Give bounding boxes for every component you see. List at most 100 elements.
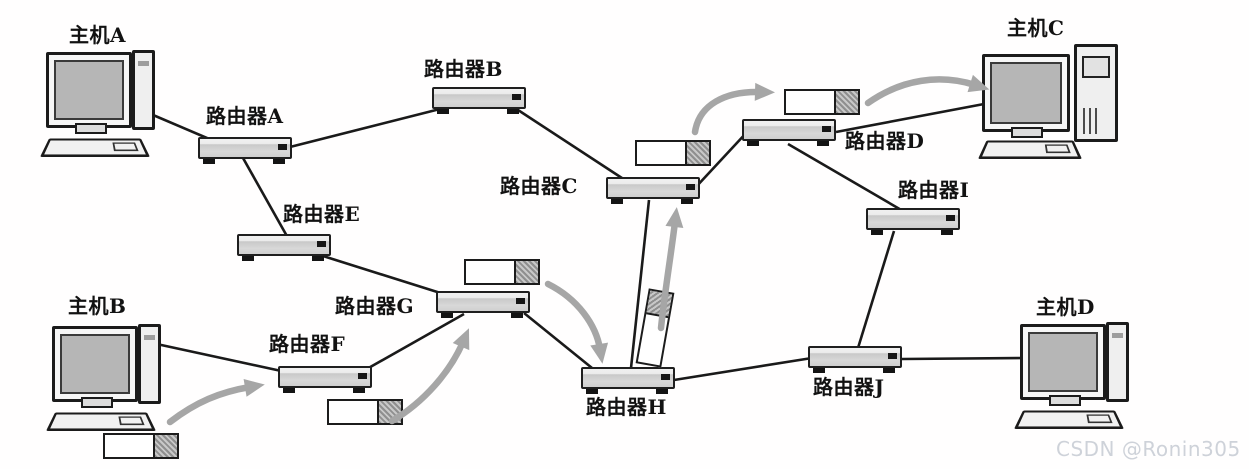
watermark: CSDN @Ronin305 xyxy=(1056,437,1241,461)
link-hostB-routerF xyxy=(151,341,287,374)
host-d-label: 主机D xyxy=(1036,295,1095,319)
router-port xyxy=(516,298,525,304)
router-f-device xyxy=(278,366,372,393)
router-port xyxy=(686,184,695,190)
packet-icon-below-host-b xyxy=(103,433,179,459)
router-a-label: 路由器A xyxy=(206,104,284,128)
router-h-label: 路由器H xyxy=(586,395,667,419)
router-feet xyxy=(283,388,295,393)
arrow-routerG-to-routerH xyxy=(544,280,609,364)
router-port xyxy=(661,374,670,380)
router-h-device xyxy=(581,367,675,394)
screen xyxy=(990,62,1062,124)
router-port xyxy=(512,94,521,100)
screen xyxy=(1028,332,1098,392)
tower-icon xyxy=(1074,44,1118,142)
router-body xyxy=(432,87,526,109)
router-port xyxy=(888,353,897,359)
router-body xyxy=(198,137,292,159)
link-routerD-routerI xyxy=(787,142,904,213)
link-lines xyxy=(145,102,1027,382)
router-feet xyxy=(437,109,449,114)
tower-icon xyxy=(1106,322,1129,402)
router-port xyxy=(946,215,955,221)
packet-icon-above-router-d xyxy=(784,89,860,115)
arrow-routerH-to-routerC xyxy=(657,207,684,332)
router-feet xyxy=(611,199,623,204)
router-i-device xyxy=(866,208,960,235)
router-feet xyxy=(747,141,759,146)
link-routerH-routerJ xyxy=(673,356,813,382)
router-port xyxy=(358,373,367,379)
packet-tail xyxy=(514,261,538,283)
router-g-device xyxy=(436,291,530,318)
host-d-icon xyxy=(1012,320,1134,429)
link-routerE-routerG xyxy=(322,254,451,298)
router-body xyxy=(237,234,331,256)
router-feet xyxy=(441,313,453,318)
host-b-label: 主机B xyxy=(68,294,127,318)
arrow-routerD-to-hostC xyxy=(864,74,990,107)
link-routerJ-hostD xyxy=(901,356,1027,361)
link-routerG-routerH xyxy=(523,311,593,370)
packet-tail xyxy=(834,91,858,113)
host-c-icon xyxy=(978,44,1120,159)
packet-icon-above-router-g xyxy=(464,259,540,285)
router-b-label: 路由器B xyxy=(424,57,503,81)
monitor-icon xyxy=(982,54,1070,138)
router-feet xyxy=(813,368,825,373)
router-body xyxy=(278,366,372,388)
router-feet xyxy=(242,256,254,261)
monitor-icon xyxy=(1020,324,1106,406)
router-e-label: 路由器E xyxy=(283,202,361,226)
router-body xyxy=(606,177,700,199)
packet-tail xyxy=(153,435,177,457)
router-port xyxy=(278,144,287,150)
router-feet xyxy=(203,159,215,164)
router-a-device xyxy=(198,137,292,164)
link-routerA-routerB xyxy=(285,107,441,150)
link-routerI-routerJ xyxy=(856,230,896,349)
link-hostA-routerA xyxy=(145,110,215,143)
link-routerB-routerC xyxy=(517,108,629,184)
link-routerD-hostC xyxy=(835,102,985,134)
router-feet xyxy=(586,389,598,394)
router-i-label: 路由器I xyxy=(898,178,970,202)
router-e-device xyxy=(237,234,331,261)
monitor-icon xyxy=(46,52,132,134)
screen xyxy=(60,334,130,394)
arrow-routerF-to-routerG xyxy=(388,328,470,425)
router-port xyxy=(822,126,831,132)
host-c-label: 主机C xyxy=(1007,16,1065,40)
link-routerC-routerH xyxy=(629,199,651,369)
router-body xyxy=(436,291,530,313)
packet-icon-above-router-c xyxy=(635,140,711,166)
router-body xyxy=(581,367,675,389)
link-routerA-routerE xyxy=(241,157,290,239)
router-body xyxy=(866,208,960,230)
router-d-label: 路由器D xyxy=(845,129,925,153)
router-j-label: 路由器J xyxy=(813,375,885,399)
monitor-icon xyxy=(52,326,138,408)
tower-icon xyxy=(138,324,161,404)
router-port xyxy=(317,241,326,247)
router-feet xyxy=(871,230,883,235)
host-a-label: 主机A xyxy=(69,23,127,47)
arrow-hostB-to-routerF xyxy=(166,378,265,426)
router-b-device xyxy=(432,87,526,114)
router-body xyxy=(742,119,836,141)
tower-icon xyxy=(132,50,155,130)
screen xyxy=(54,60,124,120)
link-routerF-routerG xyxy=(364,312,465,372)
router-d-device xyxy=(742,119,836,146)
router-j-device xyxy=(808,346,902,373)
host-a-icon xyxy=(38,48,160,157)
router-f-label: 路由器F xyxy=(269,332,346,356)
router-body xyxy=(808,346,902,368)
packet-tail xyxy=(685,142,709,164)
arrow-routerC-to-routerD xyxy=(691,82,775,136)
router-c-label: 路由器C xyxy=(500,174,578,198)
router-c-device xyxy=(606,177,700,204)
